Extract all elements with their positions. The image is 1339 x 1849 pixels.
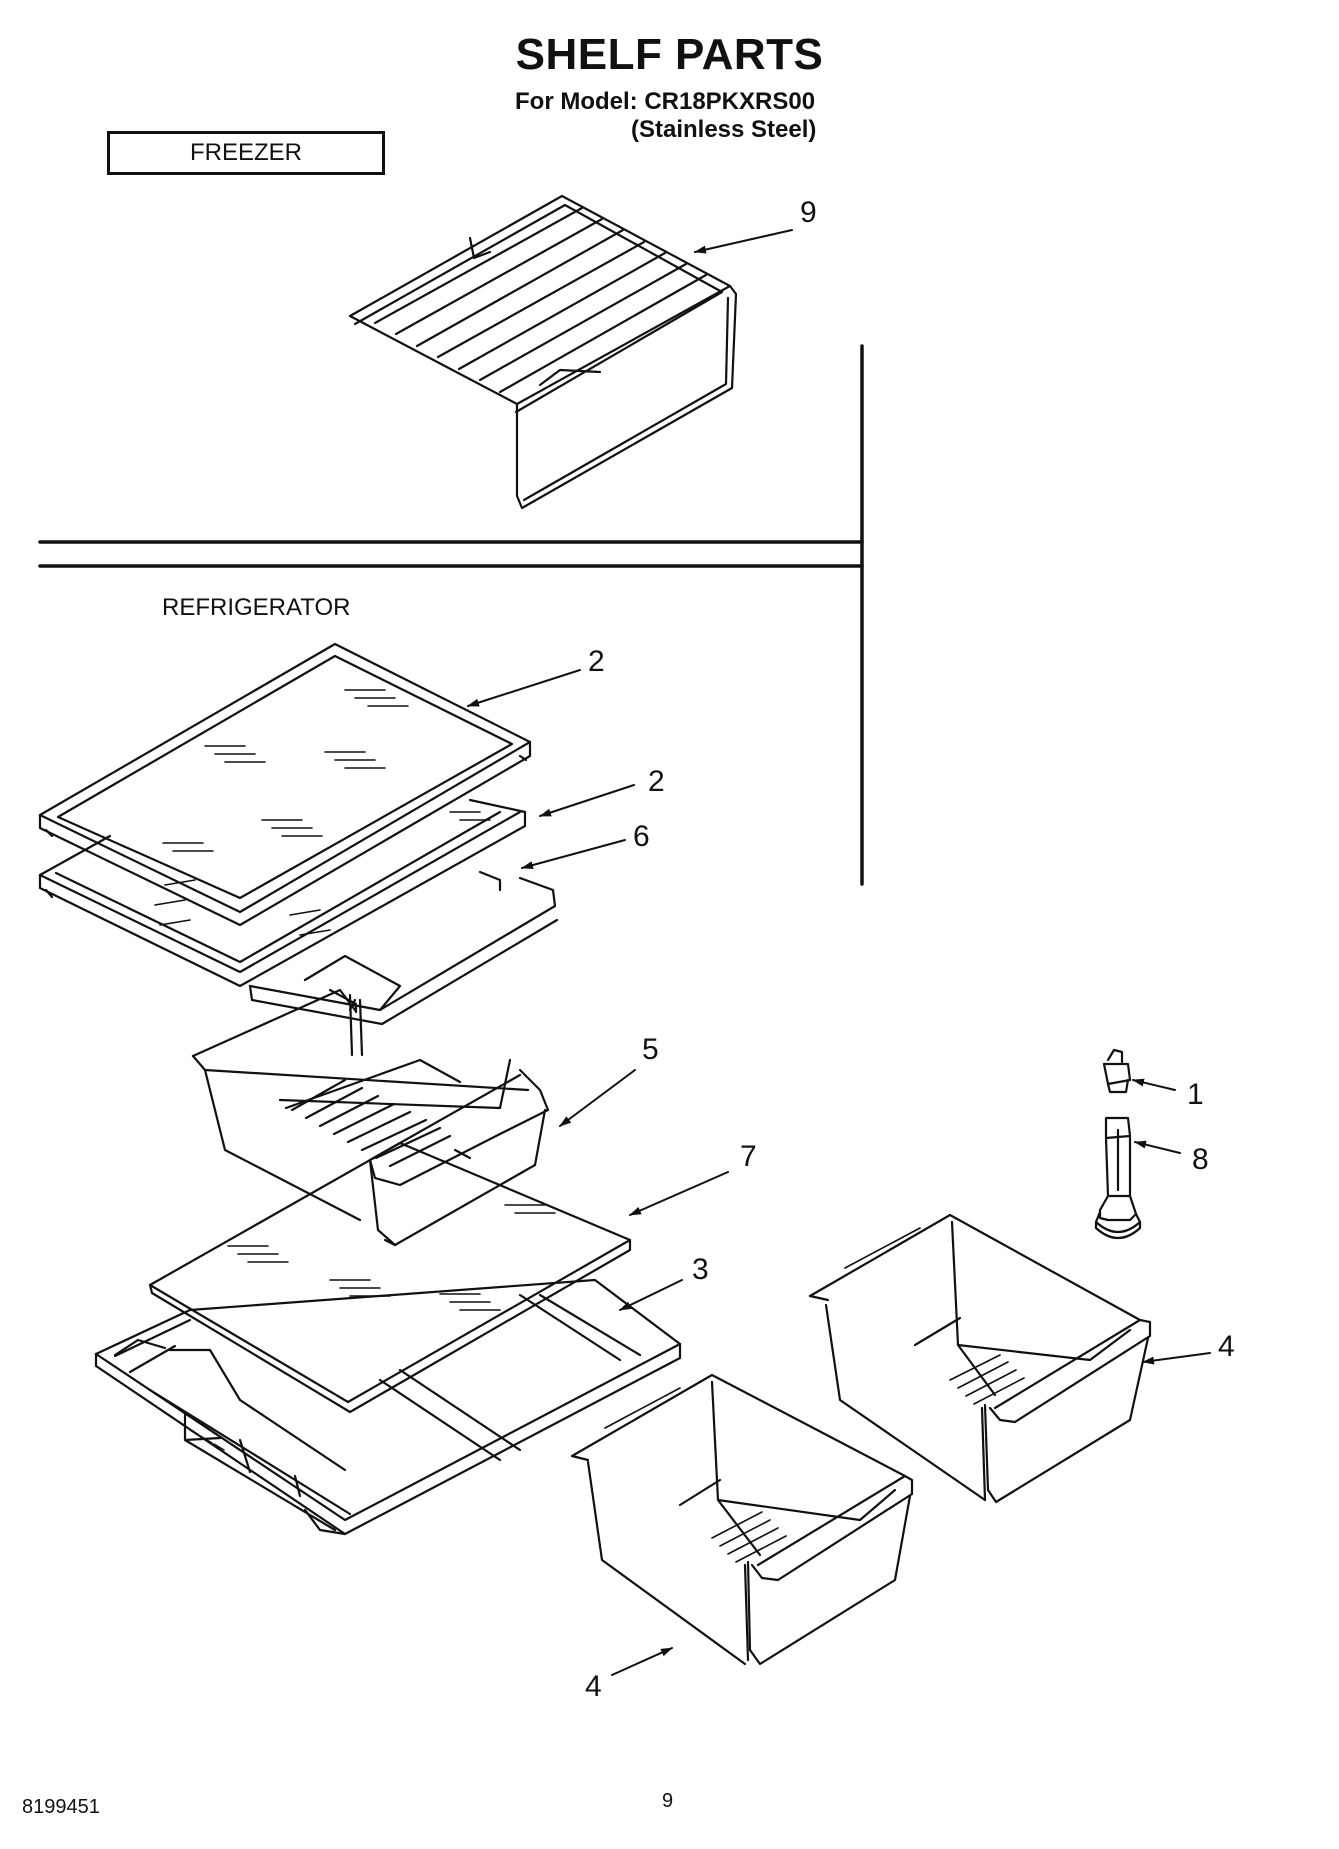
callout-1: 1 — [1187, 1078, 1204, 1111]
crisper-cover-frame-part-3 — [94, 1278, 682, 1536]
leader-2-upper — [467, 669, 581, 707]
callout-6: 6 — [633, 820, 650, 853]
page-number: 9 — [662, 1790, 674, 1812]
callout-7: 7 — [740, 1140, 757, 1173]
callout-5: 5 — [642, 1033, 659, 1066]
crisper-drawer-part-4-left — [570, 1373, 914, 1666]
callout-2-lower: 2 — [648, 765, 665, 798]
leader-1 — [1132, 1078, 1176, 1091]
leader-2-lower — [539, 784, 635, 817]
leader-4-left — [611, 1647, 673, 1676]
model-line: For Model: CR18PKXRS00 — [515, 88, 816, 115]
document-number: 8199451 — [22, 1796, 100, 1818]
pedestal-part-8 — [1094, 1116, 1142, 1240]
callout-8: 8 — [1192, 1143, 1209, 1176]
model-subtitle: For Model: CR18PKXRS00 (Stainless Steel) — [515, 88, 816, 144]
callout-leaders — [467, 229, 1211, 1676]
finish-line: (Stainless Steel) — [631, 116, 817, 143]
crisper-drawer-part-4-right — [808, 1213, 1152, 1504]
callout-3: 3 — [692, 1253, 709, 1286]
callout-2-upper: 2 — [588, 645, 605, 678]
leader-3 — [619, 1279, 683, 1311]
leader-4-right — [1142, 1352, 1211, 1365]
shelf-frame-part-6 — [154, 870, 559, 1026]
glass-reflection-marks — [162, 689, 491, 852]
leader-5 — [559, 1069, 636, 1127]
wire-shelf-part-9 — [348, 194, 738, 510]
leader-9 — [694, 229, 793, 254]
freezer-section-label: FREEZER — [107, 131, 385, 175]
crisper-cover-glass-part-7 — [148, 1141, 632, 1414]
section-dividers — [38, 344, 864, 886]
callout-4-right: 4 — [1218, 1330, 1235, 1363]
leader-8 — [1134, 1140, 1181, 1154]
leader-6 — [521, 839, 626, 869]
callout-9: 9 — [800, 196, 817, 229]
glass-shelf-part-2-upper — [38, 642, 532, 927]
callout-4-left: 4 — [585, 1670, 602, 1703]
glass-shelf-part-2-lower — [38, 798, 527, 988]
page-title: SHELF PARTS — [515, 30, 824, 79]
refrigerator-section-label: REFRIGERATOR — [162, 594, 351, 621]
deli-drawer-part-5 — [191, 988, 550, 1247]
leader-7 — [629, 1171, 729, 1216]
cap-part-1 — [1102, 1048, 1132, 1094]
